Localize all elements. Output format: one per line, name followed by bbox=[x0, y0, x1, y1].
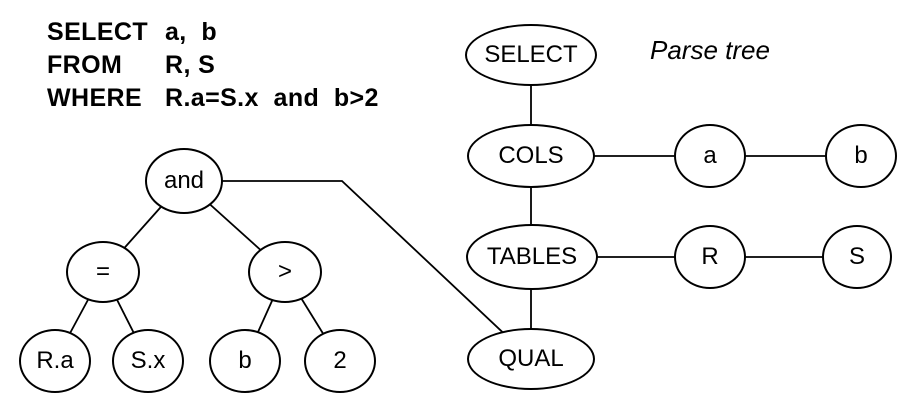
parse-tree-caption: Parse tree bbox=[650, 35, 770, 65]
sql-line-from: FROM R, S bbox=[47, 49, 379, 82]
sql-args: a, b bbox=[165, 18, 218, 46]
node-parse-tables: TABLES bbox=[466, 224, 598, 290]
node-cond-gt: > bbox=[248, 241, 322, 303]
node-parse-b: b bbox=[825, 124, 897, 188]
node-label: a bbox=[703, 142, 717, 169]
node-label: = bbox=[95, 258, 110, 285]
node-label: S bbox=[848, 243, 865, 270]
node-label: > bbox=[277, 258, 292, 285]
node-label: 2 bbox=[333, 347, 347, 374]
sql-keyword: FROM bbox=[47, 51, 123, 79]
node-cond-sx: S.x bbox=[112, 329, 184, 393]
node-cond-2: 2 bbox=[304, 329, 376, 393]
node-cond-and: and bbox=[145, 148, 223, 214]
node-label: SELECT bbox=[484, 41, 578, 68]
node-label: R.a bbox=[36, 347, 74, 374]
node-label: QUAL bbox=[498, 345, 564, 372]
node-parse-cols: COLS bbox=[467, 124, 595, 188]
sql-query: SELECT a, b FROM R, S WHERE R.a=S.x and … bbox=[47, 16, 379, 115]
node-cond-ra: R.a bbox=[19, 329, 91, 393]
node-label: R bbox=[701, 243, 719, 270]
edge-and-qual bbox=[184, 180, 532, 360]
node-label: b bbox=[854, 142, 868, 169]
sql-keyword: WHERE bbox=[47, 84, 143, 112]
sql-args: R, S bbox=[165, 51, 216, 79]
node-label: COLS bbox=[498, 142, 564, 169]
node-label: S.x bbox=[130, 347, 166, 374]
node-label: b bbox=[238, 347, 252, 374]
node-label: and bbox=[163, 167, 205, 194]
node-parse-s: S bbox=[822, 225, 892, 289]
node-parse-a: a bbox=[674, 124, 746, 188]
node-cond-b: b bbox=[209, 329, 281, 393]
node-cond-eq: = bbox=[66, 241, 140, 303]
node-parse-select: SELECT bbox=[465, 24, 597, 86]
sql-args: R.a=S.x and b>2 bbox=[165, 84, 379, 112]
sql-keyword: SELECT bbox=[47, 18, 149, 46]
sql-line-where: WHERE R.a=S.x and b>2 bbox=[47, 82, 379, 115]
node-label: TABLES bbox=[486, 243, 578, 270]
node-parse-r: R bbox=[674, 225, 746, 289]
sql-line-select: SELECT a, b bbox=[47, 16, 379, 49]
node-parse-qual: QUAL bbox=[467, 328, 595, 390]
